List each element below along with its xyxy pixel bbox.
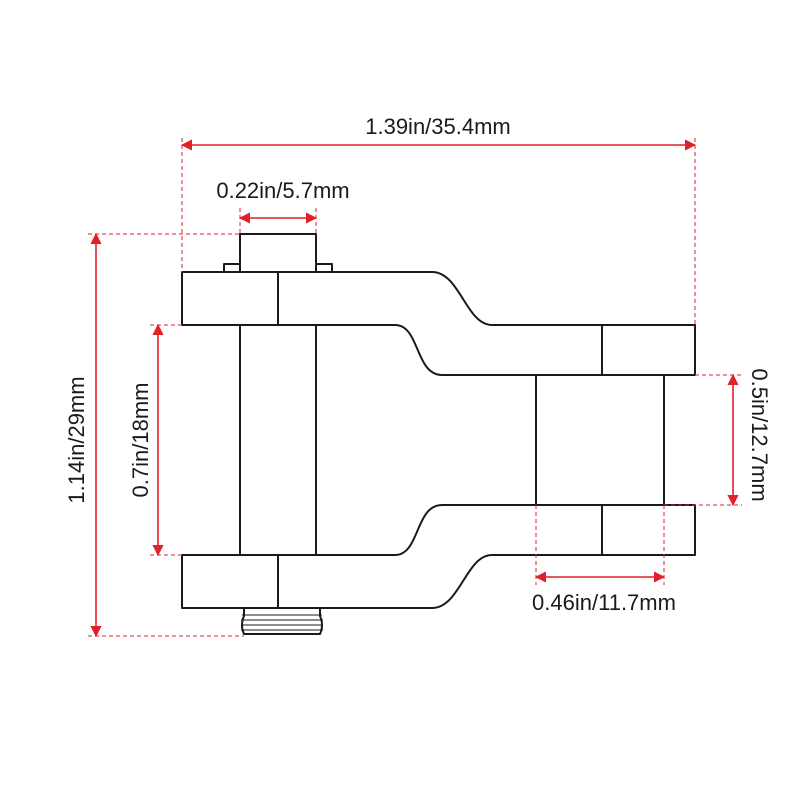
- left-pin-body: [239, 324, 317, 556]
- label-clevis-width: 0.46in/11.7mm: [532, 590, 676, 615]
- pin-head-flange-right: [315, 263, 333, 273]
- label-overall-height: 1.14in/29mm: [64, 376, 89, 503]
- bottom-plate: [181, 504, 696, 609]
- label-pin-head-width: 0.22in/5.7mm: [216, 178, 349, 203]
- pin-head-flange-left: [223, 263, 241, 273]
- pin-head: [239, 233, 317, 273]
- label-overall-length: 1.39in/35.4mm: [365, 114, 511, 139]
- right-block: [535, 374, 665, 506]
- label-inner-gap: 0.7in/18mm: [128, 383, 153, 498]
- threaded-nut: [241, 607, 323, 635]
- bracket-part: [181, 233, 696, 635]
- label-clevis-gap: 0.5in/12.7mm: [747, 368, 772, 501]
- dimension-lines: [90, 139, 739, 638]
